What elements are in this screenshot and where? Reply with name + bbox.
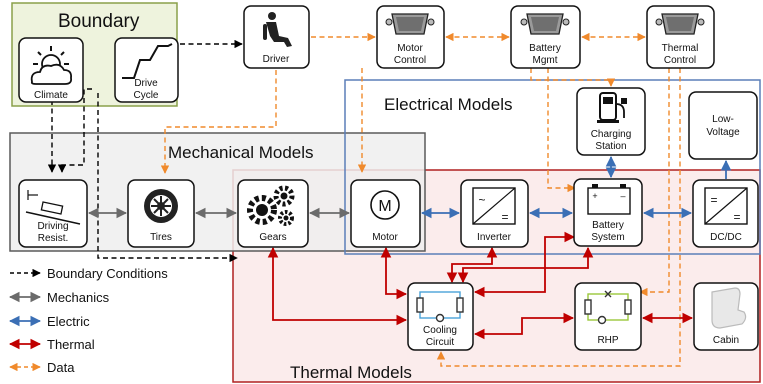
low-voltage-node[interactable]: Low- Voltage — [688, 91, 758, 160]
driving-resist-node[interactable]: Driving Resist. — [18, 179, 88, 248]
driving-resist-label-line1: Driving — [37, 221, 68, 232]
inverter-label: Inverter — [477, 232, 512, 243]
battery-system-label-line1: Battery — [592, 220, 624, 231]
battery-mgmt-label-line2: Mgmt — [533, 55, 558, 66]
gears-label: Gears — [259, 232, 286, 243]
speed-profile-icon — [122, 43, 173, 79]
dcdc-icon: = = — [704, 187, 748, 225]
legend-label-boundary-conditions: Boundary Conditions — [47, 266, 168, 281]
tire-icon — [144, 189, 178, 223]
car-seat-icon — [711, 287, 747, 329]
sun-cloud-icon — [30, 46, 73, 85]
svg-text:+: + — [592, 191, 597, 201]
dcdc-label: DC/DC — [710, 232, 742, 243]
electrical-region-title: Electrical Models — [384, 95, 513, 114]
tires-node[interactable]: Tires — [127, 179, 195, 248]
thermal-connections — [267, 231, 694, 340]
charging-station-label-line1: Charging — [591, 129, 632, 140]
climate-node[interactable]: Climate — [18, 37, 84, 103]
driving-resist-label-line2: Resist. — [38, 233, 69, 244]
motor-control-label-line1: Motor — [397, 43, 423, 54]
motor-node[interactable]: M Motor — [350, 179, 421, 248]
driver-node[interactable]: Driver — [243, 5, 310, 69]
motor-control-node[interactable]: Motor Control — [376, 5, 445, 69]
legend-label-mechanics: Mechanics — [47, 290, 110, 305]
legend-label-thermal: Thermal — [47, 337, 95, 352]
connector-icon — [520, 13, 570, 35]
thermal-control-label-line1: Thermal — [662, 43, 699, 54]
legend-item-mechanics: Mechanics — [8, 290, 110, 305]
driver-label: Driver — [263, 54, 290, 65]
svg-text:–: – — [620, 191, 625, 201]
thermal-control-node[interactable]: Thermal Control — [646, 5, 715, 69]
inverter-node[interactable]: ~ = Inverter — [460, 179, 529, 248]
legend-item-boundary-conditions: Boundary Conditions — [10, 266, 168, 281]
battery-mgmt-node[interactable]: Battery Mgmt — [510, 5, 581, 69]
gears-icon — [247, 185, 295, 226]
low-voltage-label-line1: Low- — [712, 114, 734, 125]
cooling-circuit-node[interactable]: Cooling Circuit — [407, 282, 474, 351]
battery-icon: + – — [587, 184, 631, 215]
dcdc-node[interactable]: = = DC/DC — [692, 179, 759, 248]
battery-system-node[interactable]: + – Battery System — [573, 178, 643, 247]
cooling-circuit-label-line2: Circuit — [426, 337, 455, 348]
svg-text:=: = — [710, 193, 717, 207]
thermal-control-label-line2: Control — [664, 55, 696, 66]
charging-station-label-line2: Station — [595, 141, 626, 152]
heat-pump-icon — [584, 290, 632, 325]
svg-text:~: ~ — [478, 193, 485, 207]
legend-label-data: Data — [47, 360, 75, 375]
rhp-node[interactable]: RHP — [574, 282, 642, 351]
drive-cycle-label-line1: Drive — [134, 78, 158, 89]
motor-label: Motor — [372, 232, 398, 243]
driver-seated-icon — [263, 12, 292, 47]
cooling-circuit-label-line1: Cooling — [423, 325, 457, 336]
boundary-connections — [47, 39, 243, 263]
electric-connections — [420, 155, 732, 219]
tires-label: Tires — [150, 232, 172, 243]
legend: Boundary Conditions Mechanics Electric T… — [8, 266, 168, 375]
svg-text:=: = — [501, 210, 508, 224]
motor-control-label-line2: Control — [394, 55, 426, 66]
rhp-label: RHP — [597, 335, 618, 346]
cabin-label: Cabin — [713, 335, 739, 346]
charging-station-icon — [597, 92, 627, 123]
gears-node[interactable]: Gears — [237, 179, 309, 248]
legend-item-electric: Electric — [8, 314, 90, 329]
battery-mgmt-label-line1: Battery — [529, 43, 561, 54]
mechanical-region-title: Mechanical Models — [168, 143, 314, 162]
legend-label-electric: Electric — [47, 314, 90, 329]
climate-label: Climate — [34, 90, 68, 101]
drive-cycle-node[interactable]: Drive Cycle — [114, 37, 179, 103]
motor-icon: M — [370, 190, 400, 220]
incline-vehicle-icon — [25, 190, 81, 225]
connector-icon — [385, 13, 435, 35]
boundary-region-title: Boundary — [58, 11, 140, 32]
connector-icon — [655, 13, 705, 35]
svg-text:=: = — [733, 210, 740, 224]
charging-station-node[interactable]: Charging Station — [576, 87, 646, 156]
inverter-icon: ~ = — [472, 187, 516, 225]
legend-item-data: Data — [9, 360, 75, 375]
motor-symbol: M — [378, 198, 391, 215]
thermal-region-title: Thermal Models — [290, 363, 412, 382]
battery-system-label-line2: System — [591, 232, 624, 243]
cooling-loop-icon — [416, 291, 464, 323]
low-voltage-label-line2: Voltage — [706, 127, 740, 138]
drive-cycle-label-line2: Cycle — [133, 90, 158, 101]
legend-item-thermal: Thermal — [8, 337, 95, 352]
cabin-node[interactable]: Cabin — [693, 282, 759, 351]
